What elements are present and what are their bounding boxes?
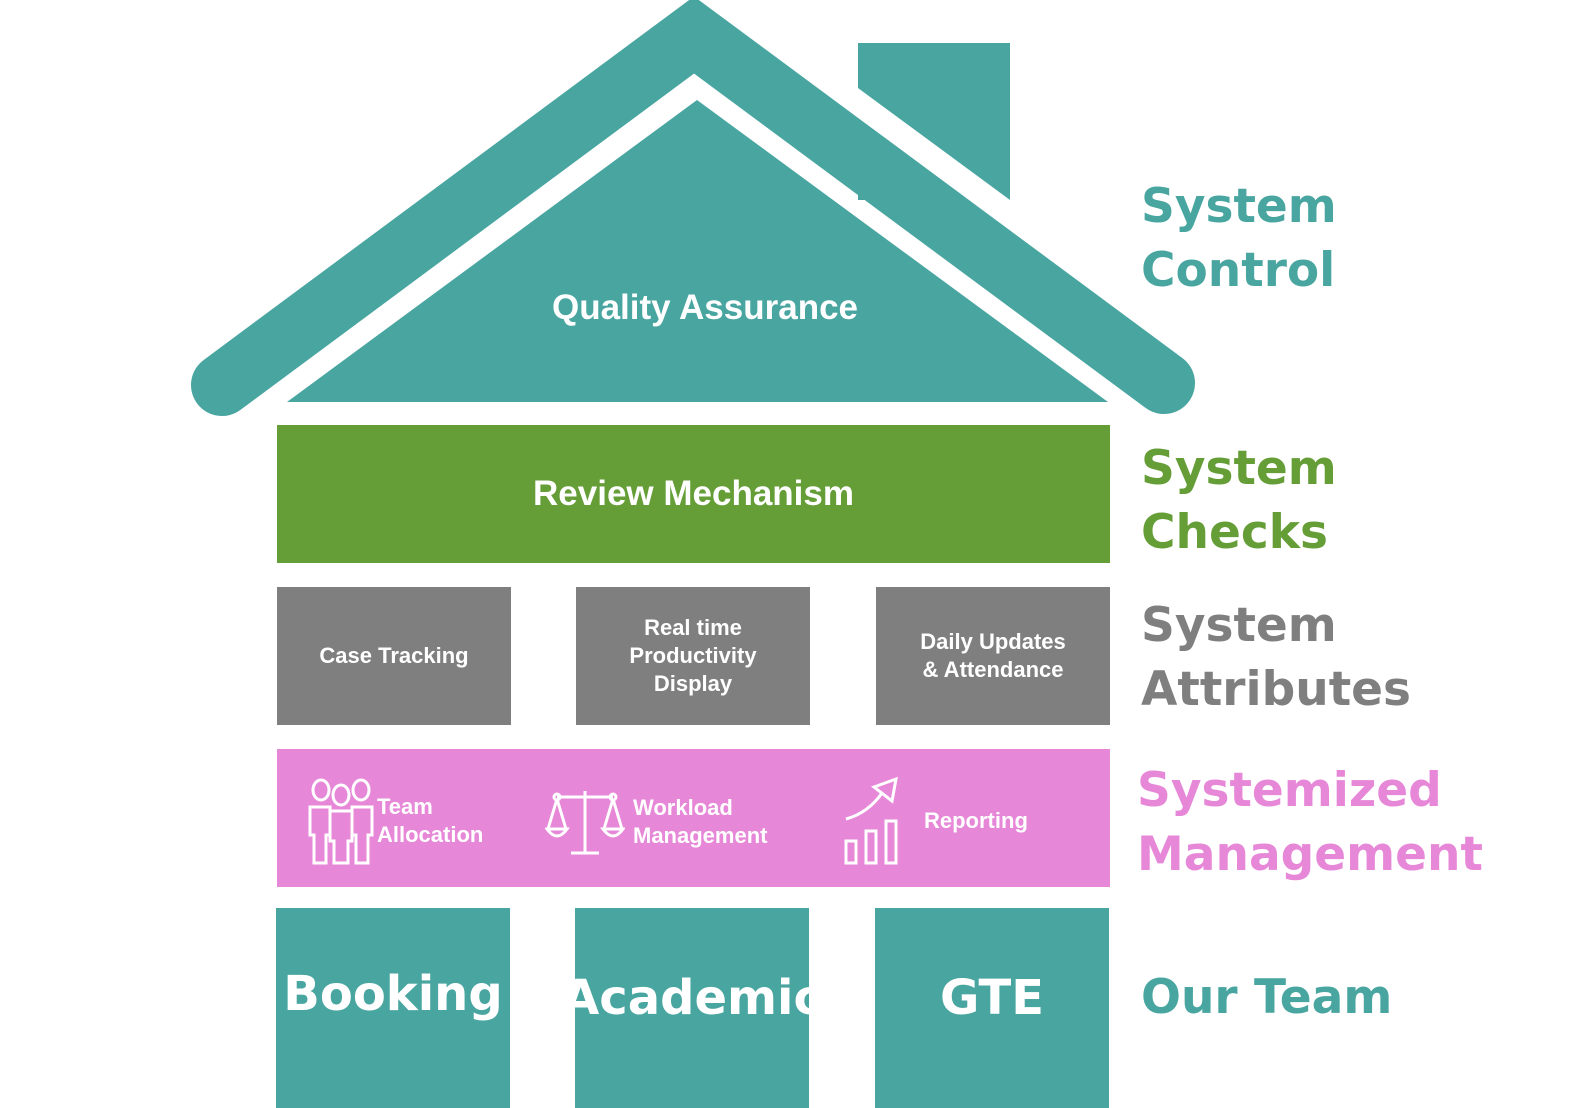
system-checks-label: System Checks xyxy=(1141,441,1337,560)
systemized-management-bar: Team Allocation Workload Management xyxy=(277,749,1110,887)
attribute-label: Case Tracking xyxy=(319,643,469,668)
attribute-label: Daily Updates & Attendance xyxy=(920,629,1066,682)
case-tracking-box: Case Tracking xyxy=(277,587,511,725)
review-mechanism-label: Review Mechanism xyxy=(533,474,854,513)
attribute-label: Real time Productivity Display xyxy=(629,615,757,696)
team-label: Academic xyxy=(562,970,822,1026)
roof-inner-triangle xyxy=(287,100,1108,402)
management-item: Team Allocation xyxy=(307,777,483,865)
our-team-label: Our Team xyxy=(1141,970,1393,1025)
review-mechanism-bar: Review Mechanism xyxy=(277,425,1110,563)
management-label: Reporting xyxy=(924,808,1028,833)
management-item: Workload Management xyxy=(545,787,767,857)
productivity-display-box: Real time Productivity Display xyxy=(576,587,810,725)
system-attributes-label: System Attributes xyxy=(1141,598,1412,717)
quality-assurance-label: Quality Assurance xyxy=(551,288,859,327)
systemized-management-label: Systemized Management xyxy=(1137,763,1483,882)
academic-team-box: Academic xyxy=(562,908,822,1108)
team-label: GTE xyxy=(939,970,1045,1026)
management-label: Team Allocation xyxy=(377,794,484,847)
team-label: Booking xyxy=(283,966,503,1022)
gte-team-box: GTE xyxy=(875,908,1109,1108)
balance-scale-icon xyxy=(545,791,625,855)
roof-outline xyxy=(191,0,1195,416)
growth-chart-icon xyxy=(844,776,898,865)
system-control-label: System Control xyxy=(1141,179,1337,298)
team-icon xyxy=(308,778,374,865)
daily-updates-box: Daily Updates & Attendance xyxy=(876,587,1110,725)
management-label: Workload Management xyxy=(633,795,768,848)
management-item: Reporting xyxy=(842,775,1028,867)
booking-team-box: Booking xyxy=(276,908,510,1108)
